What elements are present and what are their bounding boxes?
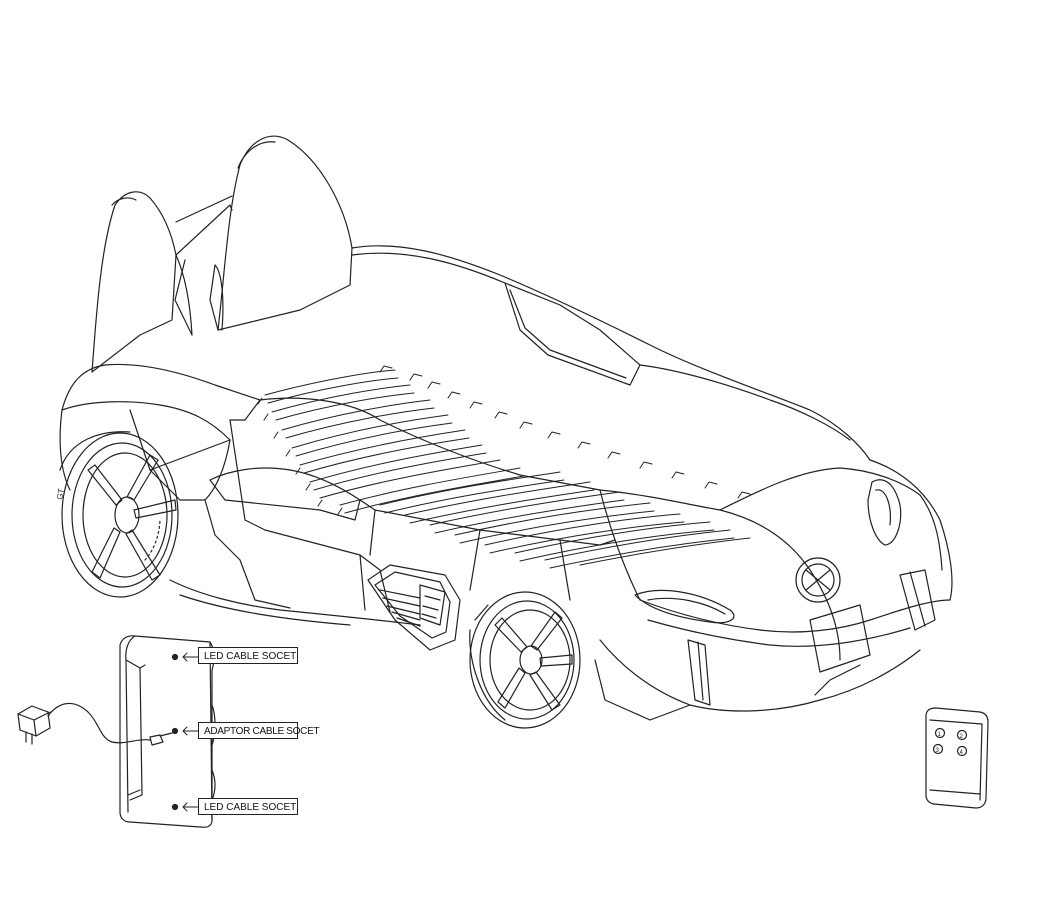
callout-arrows <box>182 652 199 812</box>
led-cable-socket-label-top: LED CABLE SOCET <box>198 647 298 664</box>
led-socket-bottom <box>171 803 179 811</box>
adaptor-cable <box>47 702 151 744</box>
remote-button-1: 1 <box>938 732 942 738</box>
adaptor-socket <box>171 727 179 735</box>
control-box <box>119 635 216 828</box>
headboard-fins <box>91 135 353 373</box>
rear-wheel: GT <box>55 432 179 598</box>
led-socket-top <box>171 653 179 661</box>
bed-slats <box>257 365 751 569</box>
remote-button-2: 2 <box>960 734 964 740</box>
svg-text:GT: GT <box>55 488 66 501</box>
remote-control-icon: 1 2 3 4 <box>925 707 989 809</box>
adaptor-cable-socket-label: ADAPTOR CABLE SOCET <box>198 722 320 739</box>
front-wheel <box>469 591 581 729</box>
led-cable-socket-label-bottom: LED CABLE SOCET <box>198 798 298 815</box>
remote-button-3: 3 <box>936 748 940 754</box>
bed-body <box>59 245 953 721</box>
power-adaptor <box>17 702 173 746</box>
remote-button-4: 4 <box>960 750 964 756</box>
